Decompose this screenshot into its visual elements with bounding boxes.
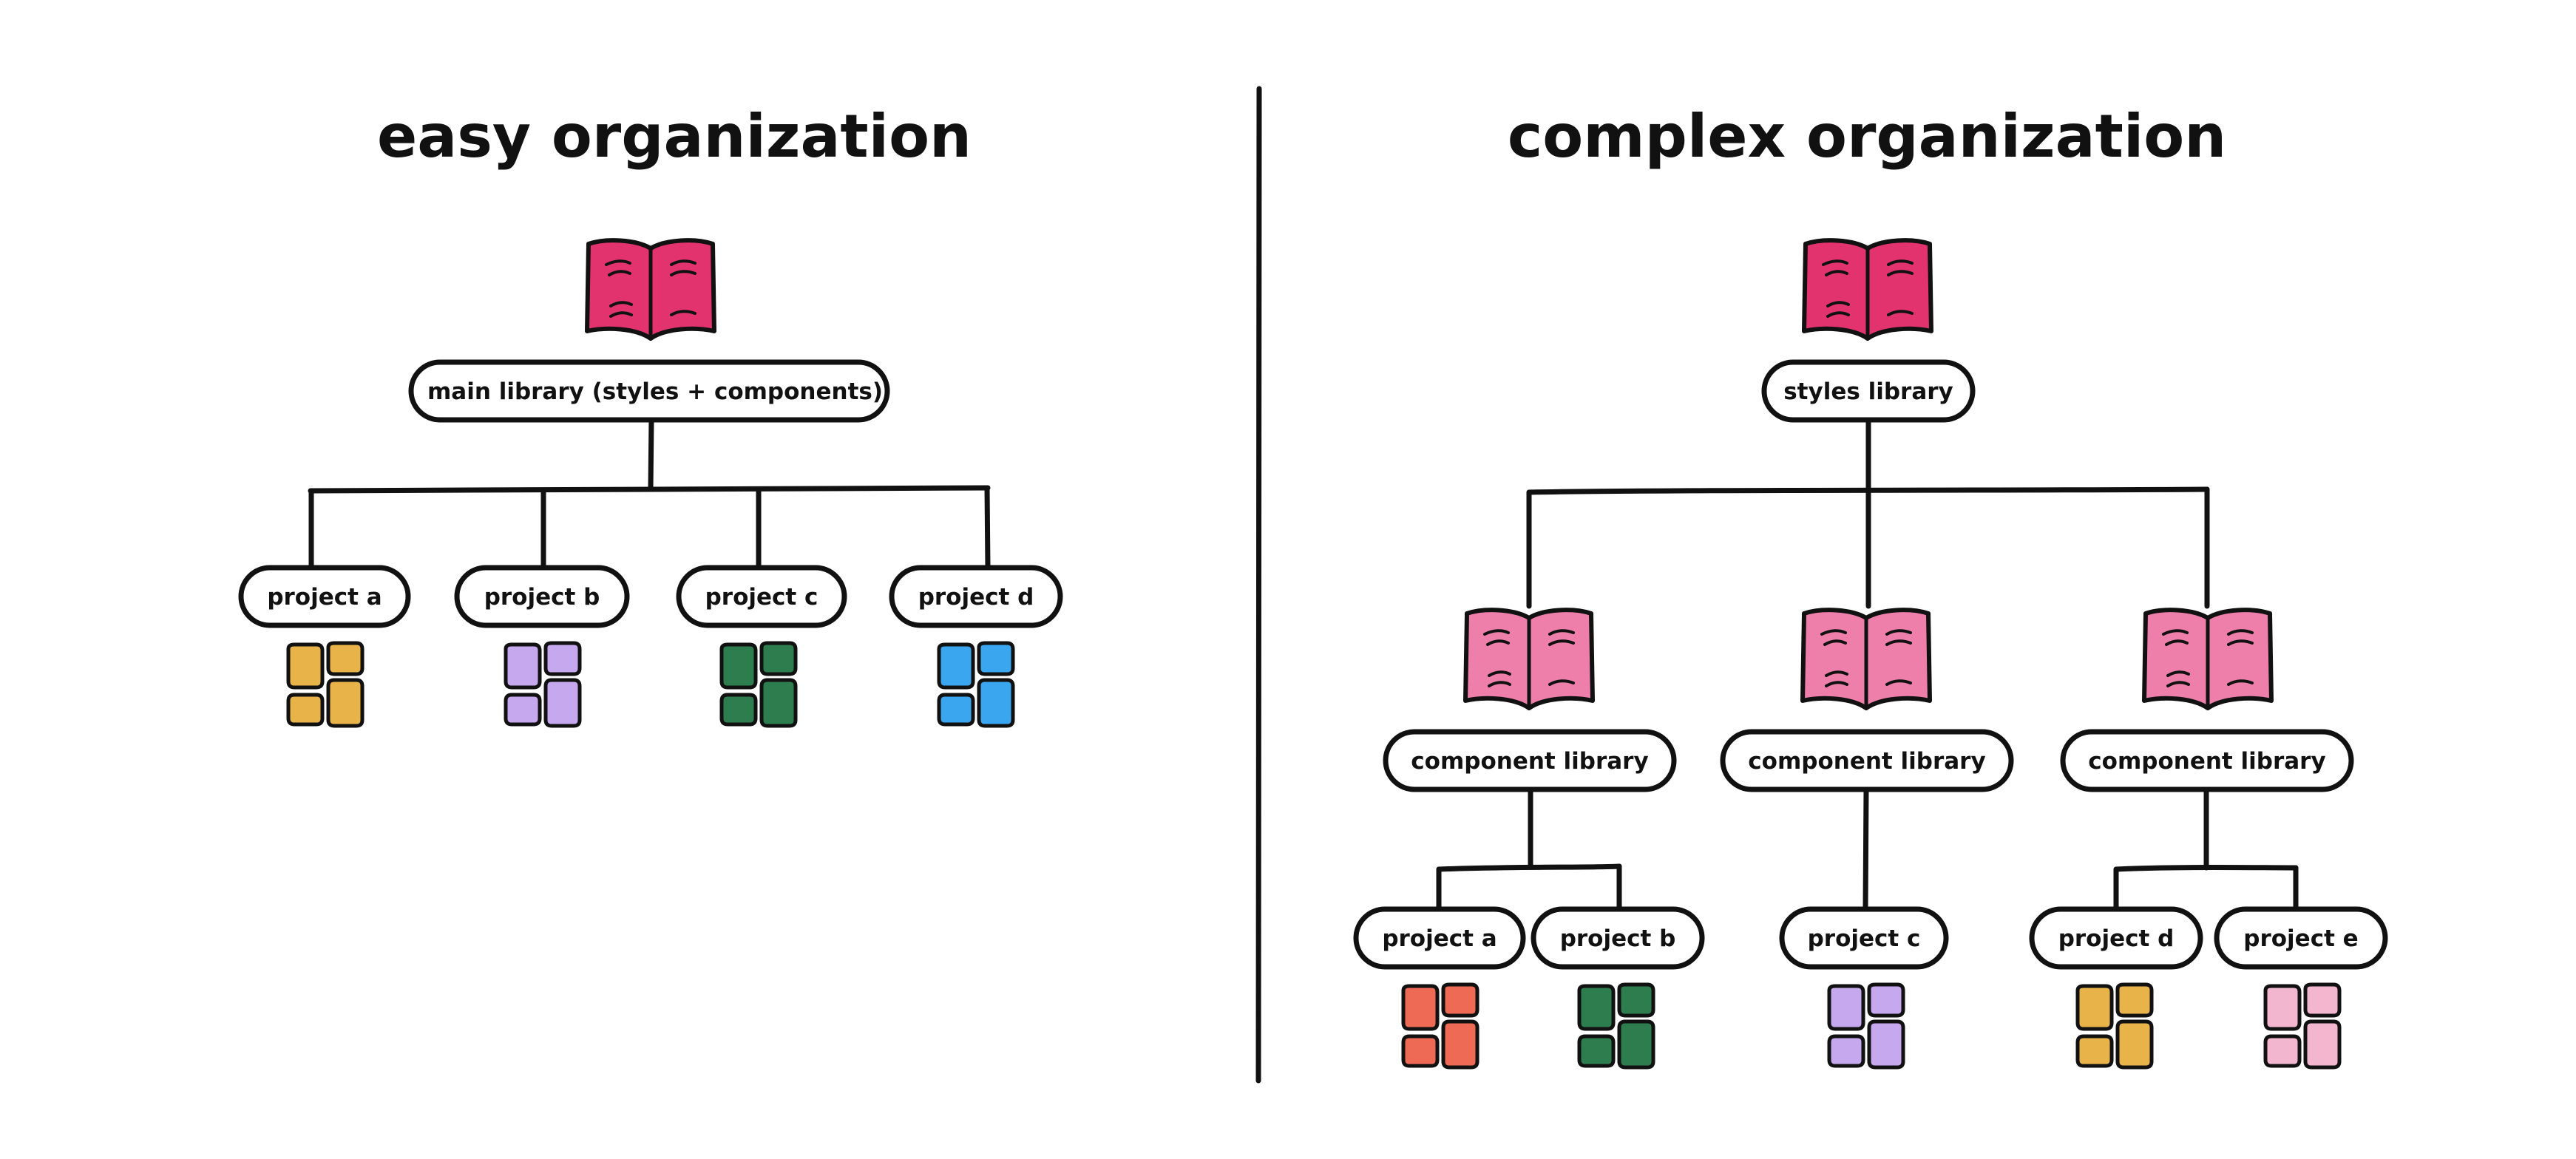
- main-library-book-icon: [587, 240, 714, 339]
- right-project-c: project c: [1779, 906, 1949, 1067]
- component-library-label: component library: [2088, 748, 2325, 775]
- project-blocks-icon: [288, 643, 362, 726]
- right-project-e: project e: [2214, 906, 2388, 1067]
- component-book-icon: [1803, 610, 1930, 708]
- styles-library-label: styles library: [1783, 378, 1953, 405]
- right-title: complex organization: [1508, 102, 2226, 171]
- component-book-icon: [1465, 610, 1593, 708]
- project-label: project e: [2243, 925, 2358, 952]
- right-projects: project a project b project c project d …: [1353, 906, 2388, 1067]
- project-label: project a: [267, 584, 382, 611]
- left-project-b: project b: [454, 565, 630, 726]
- project-blocks-icon: [506, 643, 580, 726]
- right-project-d: project d: [2029, 906, 2203, 1067]
- project-blocks-icon: [939, 643, 1013, 726]
- left-project-c: project c: [676, 565, 847, 726]
- project-label: project c: [1808, 925, 1921, 952]
- left-project-a: project a: [238, 565, 411, 726]
- component-book-icon: [2144, 610, 2271, 708]
- project-label: project d: [2058, 925, 2175, 952]
- project-blocks-icon: [2265, 985, 2339, 1067]
- project-blocks-icon: [1403, 985, 1477, 1067]
- project-blocks-icon: [722, 643, 796, 726]
- project-label: project b: [484, 584, 600, 611]
- component-library-2: component library: [1720, 610, 2014, 792]
- project-label: project c: [705, 584, 818, 611]
- panel-divider: [1255, 86, 1262, 1084]
- project-blocks-icon: [1829, 985, 1903, 1067]
- main-library-label: main library (styles + components): [427, 378, 883, 405]
- component-library-label: component library: [1411, 748, 1648, 775]
- project-blocks-icon: [2078, 985, 2152, 1067]
- styles-library-node: styles library: [1761, 359, 1976, 423]
- component-library-1: component library: [1383, 610, 1677, 792]
- component-library-3: component library: [2060, 610, 2354, 792]
- styles-library-book-icon: [1804, 240, 1931, 339]
- left-connectors: [308, 417, 991, 571]
- left-title: easy organization: [377, 102, 972, 171]
- component-library-label: component library: [1748, 748, 1985, 775]
- project-label: project a: [1382, 925, 1497, 952]
- project-blocks-icon: [1579, 985, 1653, 1067]
- project-label: project d: [918, 584, 1034, 611]
- main-library-node: main library (styles + components): [408, 359, 890, 423]
- left-projects: project a project b project c project d: [238, 565, 1063, 726]
- project-label: project b: [1560, 925, 1676, 952]
- right-connectors: [1436, 417, 2299, 912]
- right-project-a: project a: [1353, 906, 1526, 1067]
- right-project-b: project b: [1531, 906, 1705, 1067]
- left-project-d: project d: [889, 565, 1063, 726]
